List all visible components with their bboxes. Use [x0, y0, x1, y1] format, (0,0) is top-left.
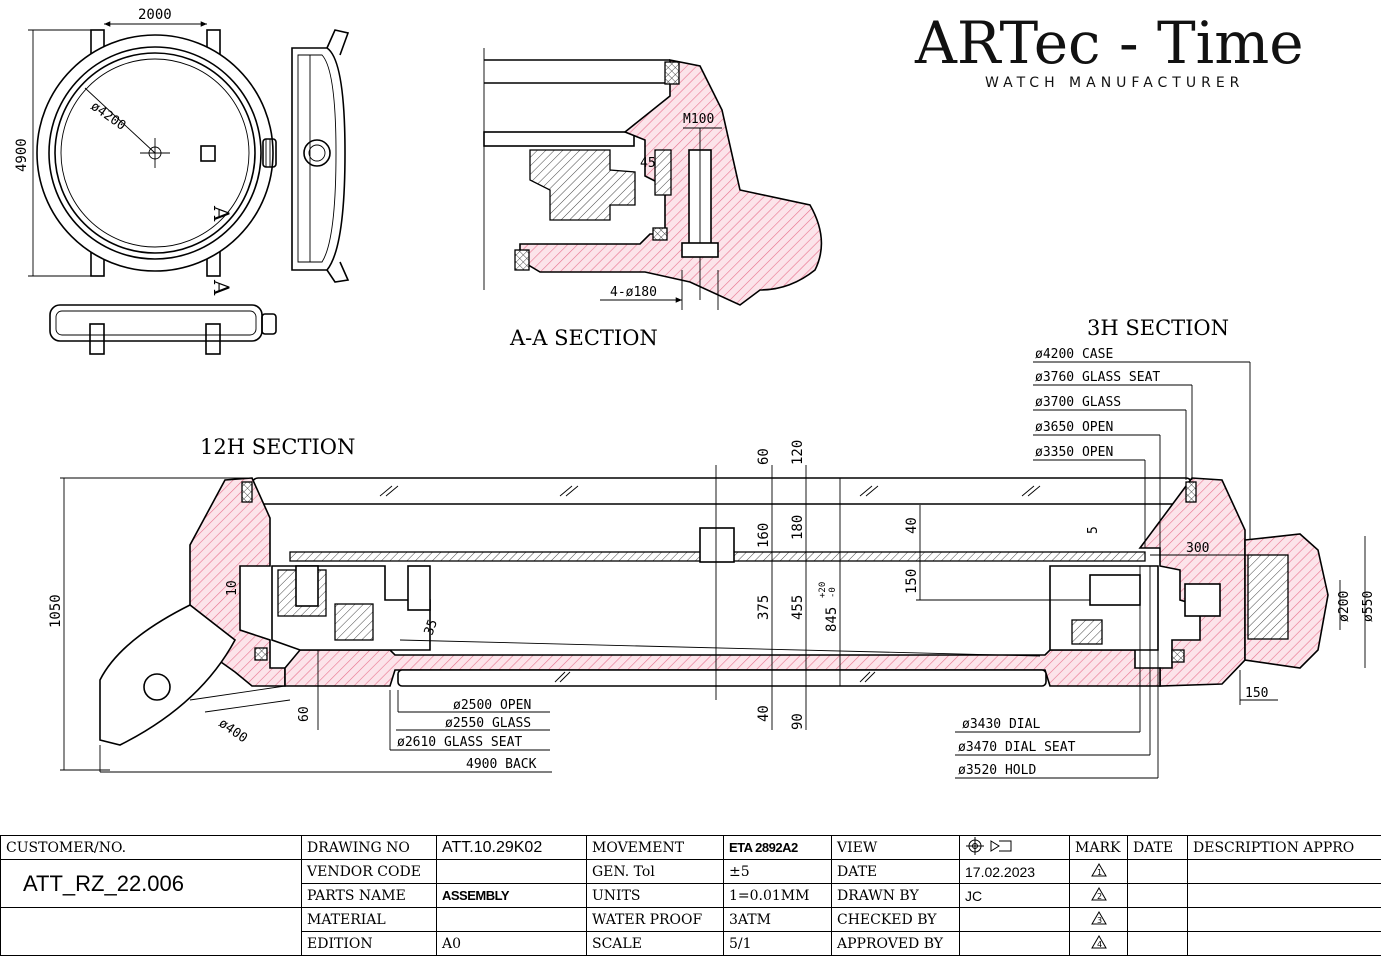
svg-text:150: 150 [904, 569, 920, 594]
svg-text:A: A [209, 205, 233, 222]
svg-text:ø400: ø400 [216, 716, 250, 746]
svg-text:90: 90 [790, 713, 806, 730]
revision-mark-icon: 4 [1090, 934, 1107, 949]
revision-mark-icon: 1 [1090, 862, 1107, 877]
titleblock-row-5: EDITION A0 SCALE 5/1 APPROVED BY 4 [0, 931, 1381, 956]
svg-text:ø200: ø200 [1337, 591, 1352, 622]
drawn-by: JC [959, 883, 1070, 908]
main-section: 12H SECTION 3H SECTION [48, 316, 1376, 779]
svg-text:180: 180 [790, 515, 806, 540]
titleblock-row-1: CUSTOMER/NO. DRAWING NO ATT.10.29K02 MOV… [0, 835, 1381, 860]
svg-text:40: 40 [904, 517, 920, 534]
crown [262, 138, 277, 168]
svg-text:4900 BACK: 4900 BACK [466, 757, 537, 772]
parts-name: ASSEMBLY [436, 883, 587, 908]
view-symbol-icon [959, 835, 1070, 860]
svg-text:ø4200 CASE: ø4200 CASE [1035, 347, 1113, 362]
revision-mark-icon: 2 [1090, 886, 1107, 901]
brand-name: ARTec - Time [914, 9, 1304, 77]
svg-text:1: 1 [1097, 868, 1102, 877]
svg-text:60: 60 [756, 448, 772, 465]
svg-text:ø3650 OPEN: ø3650 OPEN [1035, 420, 1113, 435]
svg-text:ø2610 GLASS SEAT: ø2610 GLASS SEAT [397, 735, 522, 750]
svg-text:845: 845 [824, 607, 840, 632]
svg-text:1050: 1050 [48, 594, 64, 628]
svg-text:M100: M100 [683, 112, 714, 127]
customer-value: ATT_RZ_22.006 [0, 859, 302, 908]
svg-text:A: A [209, 279, 233, 296]
titleblock-row-2: ATT_RZ_22.006 VENDOR CODE GEN. Tol ±5 DA… [0, 859, 1381, 908]
side-view [291, 29, 350, 283]
svg-text:ø3430 DIAL: ø3430 DIAL [962, 717, 1040, 732]
revision-mark-icon: 3 [1090, 910, 1107, 925]
svg-text:ø3470 DIAL SEAT: ø3470 DIAL SEAT [958, 740, 1076, 755]
edition: A0 [436, 931, 587, 956]
svg-text:120: 120 [790, 440, 806, 465]
svg-text:5: 5 [1086, 526, 1101, 534]
date-value: 17.02.2023 [959, 859, 1070, 884]
titleblock-row-3: PARTS NAME ASSEMBLY UNITS 1=0.01MM DRAWN… [1, 883, 1381, 908]
svg-text:10: 10 [225, 580, 240, 596]
svg-text:+20: +20 [818, 582, 828, 598]
svg-text:2: 2 [1097, 892, 1102, 901]
svg-text:455: 455 [790, 595, 806, 620]
svg-text:ø2500 OPEN: ø2500 OPEN [453, 698, 531, 713]
svg-text:35: 35 [422, 618, 441, 638]
svg-text:ø550: ø550 [1361, 591, 1376, 622]
customer-label: CUSTOMER/NO. [0, 835, 302, 860]
svg-text:4900: 4900 [14, 138, 30, 172]
title-block: CUSTOMER/NO. DRAWING NO ATT.10.29K02 MOV… [0, 835, 1381, 957]
svg-text:375: 375 [756, 595, 772, 620]
glass [251, 477, 1193, 505]
drawing-no: ATT.10.29K02 [436, 835, 587, 860]
12h-section-title: 12H SECTION [200, 435, 355, 459]
brand-logo: ARTec - Time WATCH MANUFACTURER [914, 9, 1304, 91]
brand-subtitle: WATCH MANUFACTURER [985, 75, 1244, 91]
caseback [284, 649, 1161, 687]
svg-text:4: 4 [1097, 940, 1102, 949]
svg-text:160: 160 [756, 523, 772, 548]
svg-text:-0: -0 [828, 587, 838, 598]
aa-section: M100 45 4-ø180 A-A SECTION [483, 48, 823, 350]
svg-text:2000: 2000 [138, 7, 172, 23]
svg-text:ø3520 HOLD: ø3520 HOLD [958, 763, 1036, 778]
svg-text:4-ø180: 4-ø180 [610, 285, 657, 300]
svg-text:150: 150 [1245, 686, 1268, 701]
svg-text:3: 3 [1097, 916, 1102, 925]
front-view: ø4200 2000 4900 A A [14, 7, 277, 296]
svg-text:60: 60 [297, 706, 312, 722]
svg-text:300: 300 [1186, 541, 1209, 556]
svg-text:ø3700 GLASS: ø3700 GLASS [1035, 395, 1121, 410]
svg-text:ø3350 OPEN: ø3350 OPEN [1035, 445, 1113, 460]
3h-section-title: 3H SECTION [1087, 316, 1229, 340]
aa-section-title: A-A SECTION [509, 326, 658, 350]
bottom-view [49, 304, 277, 355]
svg-text:ø2550 GLASS: ø2550 GLASS [445, 716, 531, 731]
svg-text:45: 45 [640, 156, 656, 171]
titleblock-row-4: MATERIAL WATER PROOF 3ATM CHECKED BY 3 [0, 907, 1381, 932]
svg-text:40: 40 [756, 705, 772, 722]
movement: ETA 2892A2 [723, 835, 832, 860]
svg-text:ø3760 GLASS SEAT: ø3760 GLASS SEAT [1035, 370, 1160, 385]
scale: 5/1 [723, 931, 832, 956]
